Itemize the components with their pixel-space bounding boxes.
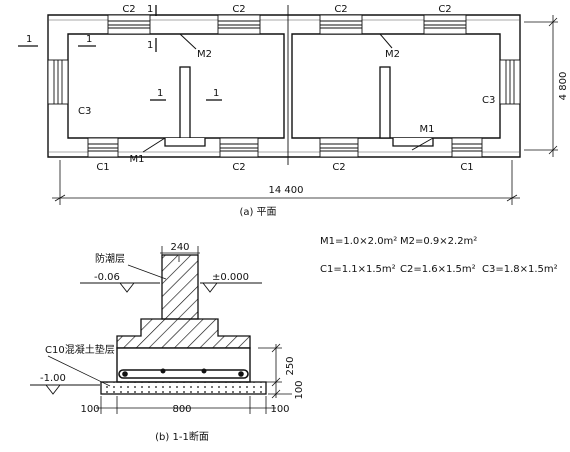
dim-cushion-h: 100	[294, 380, 305, 399]
window-bottom-1	[87, 137, 119, 158]
spec-notes: M1=1.0×2.0m² M2=0.9×2.2m² C1=1.1×1.5m² C…	[320, 236, 558, 275]
window-bottom-4	[451, 137, 483, 158]
partition-left	[179, 66, 191, 139]
window-bottom-2	[219, 137, 259, 158]
plan-labels: C2 C2 C2 C2 C2 C2 C1 C1 C3 C3 M2 M2 M1 M…	[26, 4, 569, 196]
section-dimensions	[96, 246, 292, 414]
label-m2-2: M2	[385, 49, 400, 60]
partition-left-base	[164, 138, 206, 147]
damp-leader	[127, 264, 167, 280]
label-c2-3: C2	[334, 4, 347, 15]
label-m1-1: M1	[130, 154, 145, 165]
window-top-1	[107, 14, 151, 35]
dim-total: 14 400	[269, 185, 304, 196]
label-m2-1: M2	[197, 49, 212, 60]
label-m1-2: M1	[420, 124, 435, 135]
dim-wall: 240	[170, 242, 189, 253]
partition-right	[379, 66, 391, 139]
label-c2-5: C2	[232, 162, 245, 173]
label-c2-1: C2	[122, 4, 135, 15]
section-mark-6: 1	[147, 40, 153, 51]
label-c3-2: C3	[482, 95, 495, 106]
cushion-label: C10混凝土垫层	[45, 343, 115, 356]
label-c2-4: C2	[438, 4, 451, 15]
elev-ground: -0.06	[94, 272, 120, 283]
rebar-4	[238, 371, 244, 377]
window-right	[499, 59, 521, 105]
door-m2-right	[379, 33, 393, 49]
section-wall	[161, 254, 199, 320]
door-m2-left	[179, 33, 197, 50]
window-top-4	[423, 14, 467, 35]
dim-width: 800	[172, 404, 191, 415]
plan-dimensions	[52, 15, 558, 205]
section-mark-2: 1	[86, 34, 92, 45]
window-left	[47, 59, 69, 105]
dim-depth: 4 800	[558, 72, 569, 101]
window-top-3	[319, 14, 363, 35]
window-bottom-3	[319, 137, 359, 158]
window-top-2	[217, 14, 261, 35]
outer-walls	[47, 14, 521, 158]
partition-walls	[164, 66, 434, 147]
wall-section: 240 防潮层 -0.06 ±0.000 C10混凝土垫层 -1.00 250 …	[30, 242, 305, 443]
elev-floor: ±0.000	[212, 272, 249, 283]
section-mark-5: 1	[147, 4, 153, 15]
section-mark-1: 1	[26, 34, 32, 45]
note-c2: C2=1.6×1.5m²	[400, 264, 476, 275]
cushion-leader	[47, 355, 111, 387]
rebar-mesh	[118, 369, 249, 379]
elevation-markers	[45, 282, 218, 395]
section-mark-3: 1	[157, 88, 163, 99]
dim-right: 100	[270, 404, 289, 415]
concrete-cushion	[100, 381, 267, 395]
door-m1-left	[142, 137, 166, 153]
label-c2-6: C2	[332, 162, 345, 173]
note-c3: C3=1.8×1.5m²	[482, 264, 558, 275]
label-c3-1: C3	[78, 106, 91, 117]
window-symbols	[47, 14, 521, 158]
dim-left: 100	[80, 404, 99, 415]
section-cut-marks	[18, 5, 222, 101]
rebar-3	[201, 368, 207, 374]
section-caption: (b) 1-1断面	[155, 430, 209, 443]
label-c1-2: C1	[460, 162, 473, 173]
door-swings	[142, 33, 434, 153]
note-c1: C1=1.1×1.5m²	[320, 264, 396, 275]
note-m1: M1=1.0×2.0m²	[320, 236, 397, 247]
foundation-block	[116, 347, 251, 383]
note-m2: M2=0.9×2.2m²	[400, 236, 477, 247]
door-m1-right	[411, 137, 434, 151]
elev-bottom: -1.00	[40, 373, 66, 384]
plan-caption: (a) 平面	[239, 207, 276, 218]
rebar-2	[160, 368, 166, 374]
footing-step	[116, 318, 251, 349]
label-c1-1: C1	[96, 162, 109, 173]
section-mark-4: 1	[213, 88, 219, 99]
label-c2-2: C2	[232, 4, 245, 15]
floor-plan: C2 C2 C2 C2 C2 C2 C1 C1 C3 C3 M2 M2 M1 M…	[18, 4, 569, 218]
damp-label: 防潮层	[95, 252, 125, 265]
dim-footing-h: 250	[285, 356, 296, 375]
rebar-1	[122, 371, 128, 377]
